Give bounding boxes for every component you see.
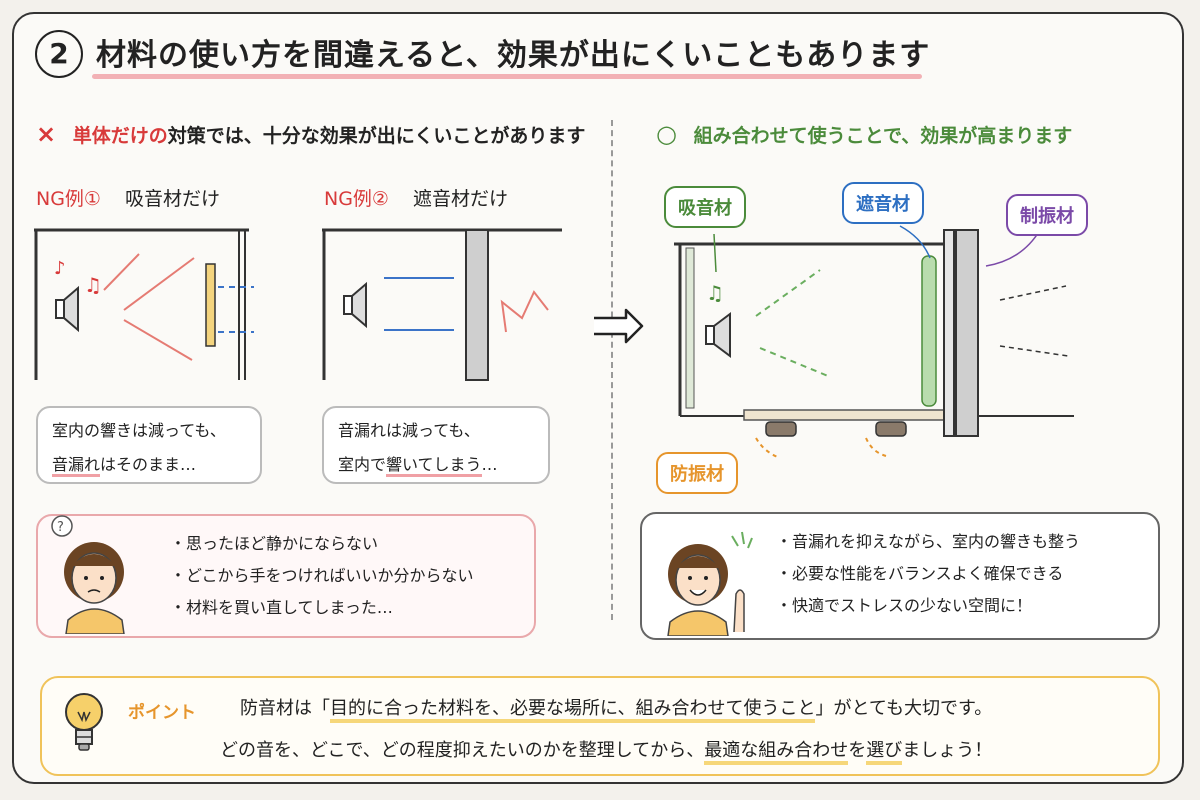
ng-example-1-label: NG例①	[36, 188, 101, 210]
main-frame	[12, 12, 1184, 784]
bubble-2-line-2: 室内で響いてしまう…	[338, 448, 534, 482]
ng-example-2-bubble: 音漏れは減っても、 室内で響いてしまう…	[322, 406, 550, 484]
point-line-2-highlight: 最適な組み合わせ	[704, 740, 849, 765]
point-line-2: どの音を、どこで、どの程度抑えたいのかを整理してから、最適な組み合わせを選びまし…	[220, 736, 993, 765]
point-box	[40, 676, 1160, 776]
cross-icon: ×	[36, 120, 57, 148]
bubble-1-rest: はそのまま…	[100, 455, 197, 474]
point-line-2-highlight-2: 選び	[866, 740, 903, 765]
ng-example-1-diagram: ♪ ♫	[34, 228, 254, 380]
benefit-item: ・必要な性能をバランスよく確保できる	[776, 564, 1064, 583]
benefit-item: ・音漏れを抑えながら、室内の響きも整う	[776, 532, 1081, 551]
bubble-1-line-1: 室内の響きは減っても、	[52, 421, 226, 440]
lightbulb-icon	[65, 693, 103, 751]
absorber-panel	[205, 263, 216, 347]
benefit-item: ・快適でストレスの少ない空間に！	[776, 596, 1033, 615]
ng-example-2-label: NG例②	[324, 188, 389, 210]
combined-diagram: ♫	[674, 225, 1074, 459]
left-heading: × 単体だけの対策では、十分な効果が出にくいことがあります	[36, 120, 585, 148]
title-underline	[92, 74, 922, 79]
right-heading-text: 組み合わせて使うことで、効果が高まります	[693, 125, 1073, 147]
ng-example-1-bubble: 室内の響きは減っても、 音漏れはそのまま…	[36, 406, 262, 484]
music-note-icon: ♫	[84, 273, 102, 297]
problem-item: ・材料を買い直してしまった…	[170, 598, 393, 617]
isolation-mount	[875, 421, 907, 437]
left-heading-text: 対策では、十分な効果が出にくいことがあります	[167, 125, 586, 147]
problem-item: ・思ったほど静かにならない	[170, 534, 379, 553]
label-isolation: 防振材	[656, 452, 738, 494]
ng-example-2-title: NG例② 遮音材だけ	[324, 184, 508, 211]
insulation-wall	[465, 229, 489, 381]
bubble-2-post: …	[481, 455, 498, 474]
bubble-2-highlight: 響いてしまう	[386, 455, 482, 477]
point-line-1-highlight: 目的に合った材料を、必要な場所に、組み合わせて使うこと	[330, 698, 816, 723]
bubble-1-line-2: 音漏れはそのまま…	[52, 448, 246, 482]
problem-list: ・思ったほど静かにならない ・どこから手をつければいいか分からない ・材料を買い…	[170, 528, 474, 624]
section-divider	[611, 120, 613, 620]
damping-layer	[955, 229, 979, 437]
label-insulation: 遮音材	[842, 182, 924, 224]
point-line-2-mid: を	[848, 740, 867, 761]
floor-layer	[743, 409, 945, 421]
point-line-2-pre: どの音を、どこで、どの程度抑えたいのかを整理してから、	[220, 740, 705, 761]
svg-text:?: ?	[57, 520, 64, 535]
bubble-1-highlight: 音漏れ	[52, 455, 101, 477]
point-label: ポイント	[128, 703, 196, 723]
bubble-2-line-1: 音漏れは減っても、	[338, 421, 480, 440]
label-damping: 制振材	[1006, 194, 1088, 236]
ng-example-2-diagram	[322, 228, 562, 381]
page-title: 材料の使い方を間違えると、効果が出にくいこともあります	[96, 38, 931, 73]
bubble-2-pre: 室内で	[338, 455, 387, 474]
speaker-icon	[55, 285, 79, 333]
absorber-layer	[921, 255, 937, 407]
worried-person-icon: ?	[51, 515, 125, 634]
music-note-icon: ♪	[54, 258, 66, 279]
speaker-icon	[343, 281, 367, 329]
pointing-finger-icon	[733, 589, 745, 633]
point-line-1-pre: 防音材は「	[240, 698, 330, 719]
point-line-1-post: 」がとても大切です。	[815, 698, 993, 719]
point-line-1: 防音材は「目的に合った材料を、必要な場所に、組み合わせて使うこと」がとても大切で…	[240, 694, 993, 723]
ng-example-1-title: NG例① 吸音材だけ	[36, 184, 220, 211]
ng-example-2-name: 遮音材だけ	[413, 188, 509, 210]
label-absorber: 吸音材	[664, 186, 746, 228]
problem-item: ・どこから手をつければいいか分からない	[170, 566, 474, 585]
point-line-2-post: ましょう！	[902, 740, 993, 761]
right-heading: ○ 組み合わせて使うことで、効果が高まります	[656, 120, 1072, 148]
music-note-icon: ♫	[706, 281, 724, 305]
benefit-panel	[640, 512, 1160, 640]
isolation-mount	[765, 421, 797, 437]
insulation-layer	[943, 229, 955, 437]
left-heading-highlight: 単体だけの	[72, 125, 168, 147]
circle-icon: ○	[656, 120, 677, 148]
ng-example-1-name: 吸音材だけ	[125, 188, 221, 210]
smiling-person-icon	[667, 531, 753, 636]
double-arrow-icon	[594, 308, 644, 344]
section-number: 2	[35, 30, 83, 78]
speaker-icon	[705, 312, 731, 358]
benefit-list: ・音漏れを抑えながら、室内の響きも整う ・必要な性能をバランスよく確保できる ・…	[776, 526, 1080, 622]
